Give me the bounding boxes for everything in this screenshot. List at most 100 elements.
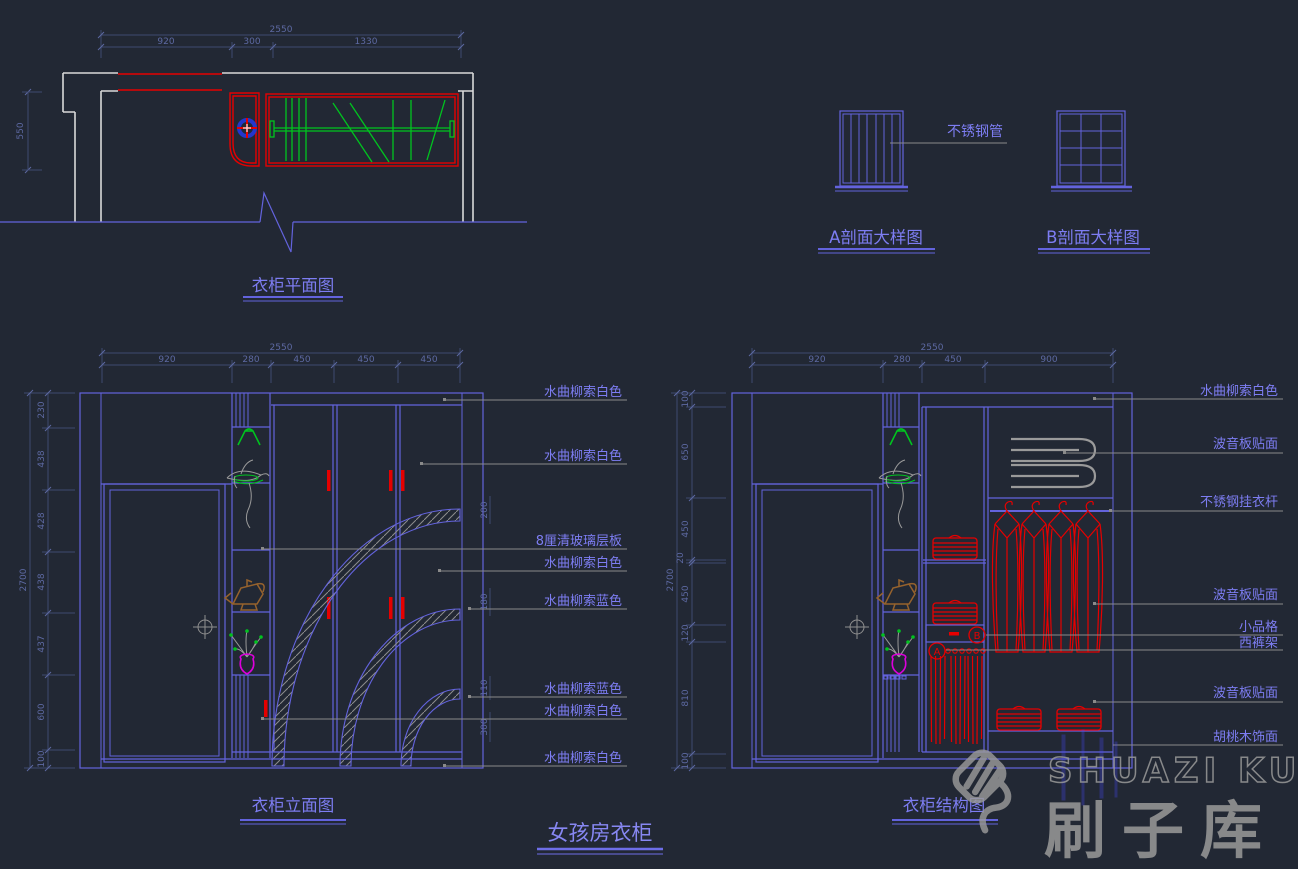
section-a-label: 不锈钢管 bbox=[947, 124, 1003, 140]
decorative-arc-bands bbox=[271, 508, 461, 767]
drawer bbox=[925, 624, 985, 643]
material-label: 水曲柳索白色 bbox=[544, 384, 622, 400]
wardrobe-handle bbox=[389, 597, 393, 619]
section-b-title: B剖面大样图 bbox=[1046, 228, 1140, 247]
struct-dim-v: 450 bbox=[681, 520, 691, 537]
trousers-icon bbox=[950, 655, 966, 745]
plan-door-opening bbox=[118, 73, 222, 91]
elevation-left-dimensions: 2700 230 438 428 438 437 600 100 bbox=[19, 389, 75, 772]
suitcase-icon bbox=[996, 705, 1042, 731]
folded-blanket-icon bbox=[1009, 437, 1097, 463]
teapot-icon bbox=[224, 579, 265, 611]
suitcase-icon bbox=[932, 534, 978, 560]
middle-shelf-column bbox=[224, 393, 275, 758]
elev-dim-v: 437 bbox=[37, 635, 47, 652]
elev-small-dim: 110 bbox=[480, 679, 490, 696]
struct-dim-total: 2550 bbox=[921, 343, 944, 353]
struct-dim-v: 650 bbox=[681, 443, 691, 460]
plan-floor-line bbox=[0, 190, 527, 253]
vase-flowers-icon bbox=[228, 628, 264, 675]
watermark-text-cn: 刷子库 bbox=[1044, 794, 1278, 867]
elev-dim-seg: 280 bbox=[242, 355, 259, 365]
drawing-main-title: 女孩房衣柜 bbox=[537, 821, 663, 855]
struct-dim-seg: 280 bbox=[893, 355, 910, 365]
elev-dim-v: 428 bbox=[37, 512, 47, 529]
struct-dim-v: 120 bbox=[681, 624, 691, 641]
section-b-detail: B剖面大样图 bbox=[1038, 110, 1150, 254]
elevation-title: 衣柜立面图 bbox=[252, 796, 335, 815]
structure-material-labels: 水曲柳索白色 波音板贴面 不锈钢挂衣杆 波音板贴面 小品格 西裤架 波音板贴面 … bbox=[946, 383, 1283, 746]
drawer-handle bbox=[949, 632, 959, 636]
struct-dim-v: 20 bbox=[676, 552, 686, 564]
material-label: 波音板贴面 bbox=[1213, 436, 1278, 452]
right-wall-hatch bbox=[461, 392, 484, 769]
vase-flowers-icon bbox=[880, 628, 916, 675]
wardrobe-elevation: 2550 920 280 450 450 450 2700 230 438 42… bbox=[19, 343, 627, 825]
struct-dim-v: 100 bbox=[681, 390, 691, 407]
hanger-icon bbox=[237, 428, 261, 446]
right-wall-hatch bbox=[1112, 392, 1133, 769]
bird-ornament-icon bbox=[226, 459, 270, 529]
elev-dim-v: 230 bbox=[37, 401, 47, 418]
trouser-rack-pegs bbox=[945, 648, 986, 654]
material-label: 水曲柳索白色 bbox=[544, 703, 622, 719]
plan-hanging-rod bbox=[269, 98, 455, 163]
plan-dim-left: 550 bbox=[16, 122, 26, 139]
main-title: 女孩房衣柜 bbox=[548, 821, 653, 845]
plan-dim-920: 920 bbox=[157, 37, 174, 47]
struct-dim-v: 100 bbox=[681, 752, 691, 769]
section-marker-b: B bbox=[968, 626, 986, 644]
material-label: 水曲柳索白色 bbox=[544, 448, 622, 464]
left-wall-hatch bbox=[79, 392, 102, 769]
struct-dim-seg: 900 bbox=[1040, 355, 1057, 365]
jacket-icon bbox=[1018, 500, 1050, 653]
plan-dimensions: 2550 920 300 1330 550 bbox=[16, 25, 465, 174]
elev-dim-v: 438 bbox=[37, 450, 47, 467]
stainless-tube-bars bbox=[850, 114, 893, 183]
hanging-column bbox=[988, 437, 1113, 732]
elevation-material-labels: 水曲柳索白色 水曲柳索白色 8厘清玻璃层板 水曲柳索白色 水曲柳索蓝色 水曲柳索… bbox=[261, 384, 627, 767]
structure-left-dimensions: 2700 100 650 450 20 450 120 810 100 bbox=[666, 389, 726, 772]
jacket-icon bbox=[991, 500, 1023, 653]
plan-title: 衣柜平面图 bbox=[252, 276, 335, 295]
elev-dim-seg: 920 bbox=[158, 355, 175, 365]
elev-dim-total: 2550 bbox=[270, 343, 293, 353]
bird-ornament-icon bbox=[878, 459, 922, 529]
elev-dim-v-total: 2700 bbox=[19, 568, 29, 591]
plan-view: 2550 920 300 1330 550 衣柜平面图 bbox=[0, 25, 527, 302]
section-a-detail: 不锈钢管 A剖面大样图 bbox=[818, 110, 1007, 254]
material-label: 西裤架 bbox=[1239, 636, 1278, 651]
suitcase-icon bbox=[1056, 705, 1102, 731]
structure-top-dimensions: 2550 920 280 450 900 bbox=[748, 343, 1117, 383]
elev-small-dim: 300 bbox=[480, 718, 490, 735]
brush-icon bbox=[952, 749, 1012, 834]
suitcase-drawer-column: B A bbox=[921, 406, 1113, 752]
door-target-symbol bbox=[192, 614, 218, 640]
middle-shelf-column bbox=[876, 393, 922, 758]
material-label: 水曲柳索白色 bbox=[1200, 383, 1278, 399]
struct-dim-v-total: 2700 bbox=[666, 568, 676, 591]
struct-dim-v: 810 bbox=[681, 689, 691, 706]
struct-dim-v: 450 bbox=[681, 585, 691, 602]
struct-dim-seg: 920 bbox=[808, 355, 825, 365]
material-label: 水曲柳索白色 bbox=[544, 555, 622, 571]
door-handle bbox=[264, 700, 268, 717]
material-label: 小品格 bbox=[1239, 619, 1278, 635]
wardrobe-handle bbox=[327, 597, 331, 619]
plan-walls bbox=[62, 72, 474, 222]
section-marker-a: A bbox=[928, 642, 946, 660]
elev-dim-v: 438 bbox=[37, 573, 47, 590]
grid-panel-lines bbox=[1060, 114, 1122, 183]
door-target-symbol bbox=[844, 614, 870, 640]
elev-dim-seg: 450 bbox=[293, 355, 310, 365]
plan-dim-1330: 1330 bbox=[355, 37, 378, 47]
elevation-top-dimensions: 2550 920 280 450 450 450 bbox=[98, 343, 464, 383]
left-wall-hatch bbox=[731, 392, 753, 769]
elev-small-dim: 200 bbox=[480, 501, 490, 518]
svg-text:B: B bbox=[974, 631, 981, 642]
svg-text:A: A bbox=[934, 647, 941, 658]
struct-dim-seg: 450 bbox=[944, 355, 961, 365]
elev-dim-v: 100 bbox=[37, 750, 47, 767]
wardrobe-handle bbox=[401, 597, 405, 619]
